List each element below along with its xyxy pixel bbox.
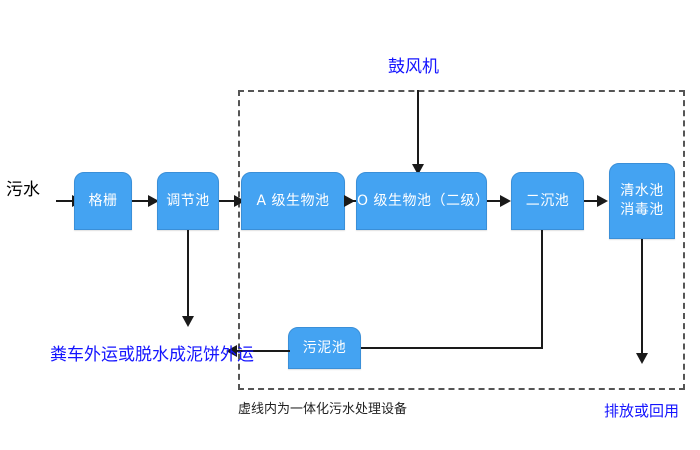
water-outlet-label: 排放或回用 (604, 402, 680, 420)
node-regulate[interactable]: 调节池 (157, 172, 219, 230)
connector-settle2-to-sludge-horizontal (355, 347, 543, 349)
arrowhead-sludge-to-outlet (226, 345, 237, 357)
connector-regulate-to-abio (219, 200, 237, 202)
arrowhead-regulate-to-sludge-outlet (182, 316, 194, 327)
connector-regulate-to-sludge-outlet (187, 230, 189, 320)
node-o-bio[interactable]: O 级生物池（二级） (356, 172, 490, 230)
node-settle2[interactable]: 二沉池 (511, 172, 584, 230)
connector-settle2-to-clearwater (584, 200, 601, 202)
node-sludge-label: 污泥池 (302, 339, 347, 356)
connector-obio-to-settle2 (487, 200, 504, 202)
integrated-equipment-enclosure (238, 90, 685, 390)
connector-grid-to-regulate (132, 200, 150, 202)
arrowhead-clearwater-to-discharge (636, 353, 648, 364)
node-clearwater[interactable]: 清水池 消毒池 (609, 163, 675, 239)
node-a-bio[interactable]: A 级生物池 (241, 172, 345, 230)
enclosure-caption: 虚线内为一体化污水处理设备 (238, 402, 408, 417)
node-settle2-label: 二沉池 (525, 192, 570, 209)
sludge-outlet-label: 粪车外运或脱水成泥饼外运 (50, 345, 254, 365)
blower-feed-arrowhead (412, 164, 424, 175)
node-a-bio-label: A 级生物池 (256, 192, 330, 209)
node-grid-label: 格栅 (88, 192, 118, 209)
arrowhead-abio-to-obio (344, 195, 355, 207)
node-clearwater-label-line1: 清水池 (620, 183, 664, 200)
blower-feed-line (417, 90, 419, 170)
node-grid[interactable]: 格栅 (74, 172, 132, 230)
blower-label: 鼓风机 (388, 57, 439, 77)
arrowhead-obio-to-settle2 (500, 195, 511, 207)
arrowhead-regulate-to-abio (234, 195, 245, 207)
node-o-bio-label: O 级生物池（二级） (357, 192, 490, 209)
connector-sludge-to-outlet (236, 350, 290, 352)
inlet-label: 污水 (6, 180, 40, 200)
node-regulate-label: 调节池 (166, 192, 210, 209)
inlet-connector-line (56, 200, 74, 202)
arrowhead-grid-to-regulate (148, 195, 159, 207)
connector-settle2-to-sludge-vertical (541, 230, 543, 349)
node-clearwater-label-line2: 消毒池 (620, 202, 664, 218)
arrowhead-settle2-to-clearwater (597, 195, 608, 207)
node-sludge[interactable]: 污泥池 (288, 327, 361, 369)
connector-clearwater-to-discharge (641, 239, 643, 357)
